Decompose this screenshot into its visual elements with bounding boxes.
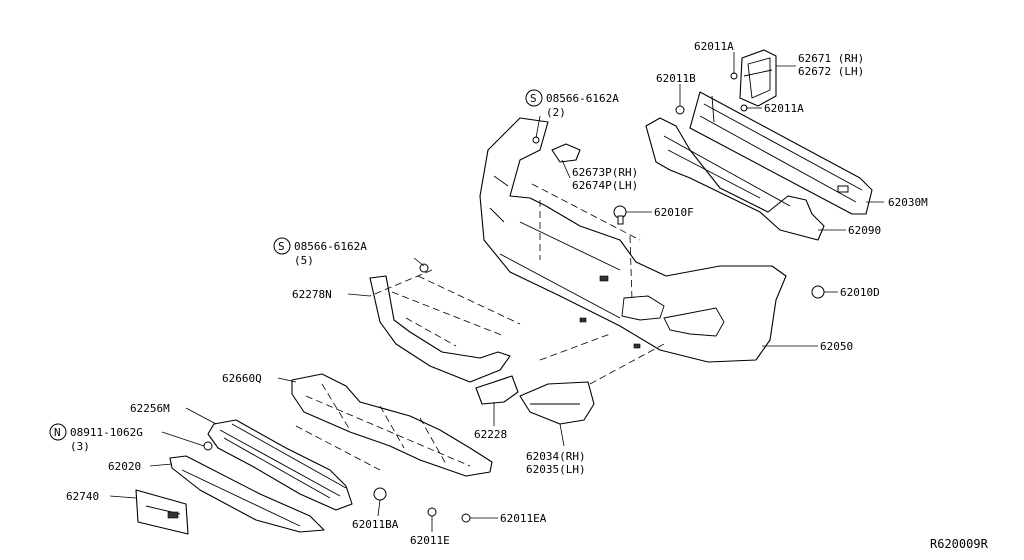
label-62672: 62672 (LH) xyxy=(798,65,864,78)
label-62010D: 62010D xyxy=(840,286,880,299)
label-62011EA: 62011EA xyxy=(500,512,547,525)
license-plate-bracket-62740 xyxy=(135,489,189,535)
fog-lamp-cover-62034-62035 xyxy=(519,381,595,425)
s-symbol-upper xyxy=(525,89,543,107)
label-62256M: 62256M xyxy=(130,402,170,415)
label-62030M: 62030M xyxy=(888,196,928,209)
n-symbol-text: N xyxy=(54,426,61,439)
s-symbol-lower-text: S xyxy=(278,240,285,253)
label-62740: 62740 xyxy=(66,490,99,503)
bracket-62671-62672 xyxy=(739,49,777,107)
undercover-62660Q xyxy=(291,373,493,477)
cover-62228 xyxy=(475,375,519,405)
lower-molding-62020 xyxy=(169,455,325,533)
label-62674P: 62674P(LH) xyxy=(572,179,638,192)
label-62671: 62671 (RH) xyxy=(798,52,864,65)
s-symbol-upper-text: S xyxy=(530,92,537,105)
label-62020: 62020 xyxy=(108,460,141,473)
label-62278N: 62278N xyxy=(292,288,332,301)
leader-lines xyxy=(109,52,884,532)
reference-code: R620009R xyxy=(930,537,989,551)
bracket-62673P-62674P xyxy=(551,143,581,163)
lower-grille-62278N xyxy=(369,275,521,383)
bumper-fascia-62050 xyxy=(479,117,787,363)
label-62673P: 62673P(RH) xyxy=(572,166,638,179)
label-62011A-top: 62011A xyxy=(694,40,734,53)
label-62011A-mid: 62011A xyxy=(764,102,804,115)
label-62011BA: 62011BA xyxy=(352,518,399,531)
label-62034: 62034(RH) xyxy=(526,450,586,463)
reinforcement-beam-62030M xyxy=(689,91,873,215)
label-62660Q: 62660Q xyxy=(222,372,262,385)
label-08566-upper: 08566-6162A xyxy=(546,92,619,105)
callout-labels: 62011A 62011B 62671 (RH) 62672 (LH) 6201… xyxy=(49,40,989,551)
label-62090: 62090 xyxy=(848,224,881,237)
label-08566-lower-qty: (5) xyxy=(294,254,314,267)
label-62011B: 62011B xyxy=(656,72,696,85)
label-08566-upper-qty: (2) xyxy=(546,106,566,119)
label-08911: 08911-1062G xyxy=(70,426,143,439)
grille-frame-62256M xyxy=(207,419,353,511)
label-08566-lower: 08566-6162A xyxy=(294,240,367,253)
label-62035: 62035(LH) xyxy=(526,463,586,476)
label-08911-qty: (3) xyxy=(70,440,90,453)
n-symbol xyxy=(49,423,67,441)
label-62228: 62228 xyxy=(474,428,507,441)
label-62010F: 62010F xyxy=(654,206,694,219)
s-symbol-lower xyxy=(273,237,291,255)
label-62050: 62050 xyxy=(820,340,853,353)
label-62011E: 62011E xyxy=(410,534,450,547)
energy-absorber-62090 xyxy=(645,117,825,241)
